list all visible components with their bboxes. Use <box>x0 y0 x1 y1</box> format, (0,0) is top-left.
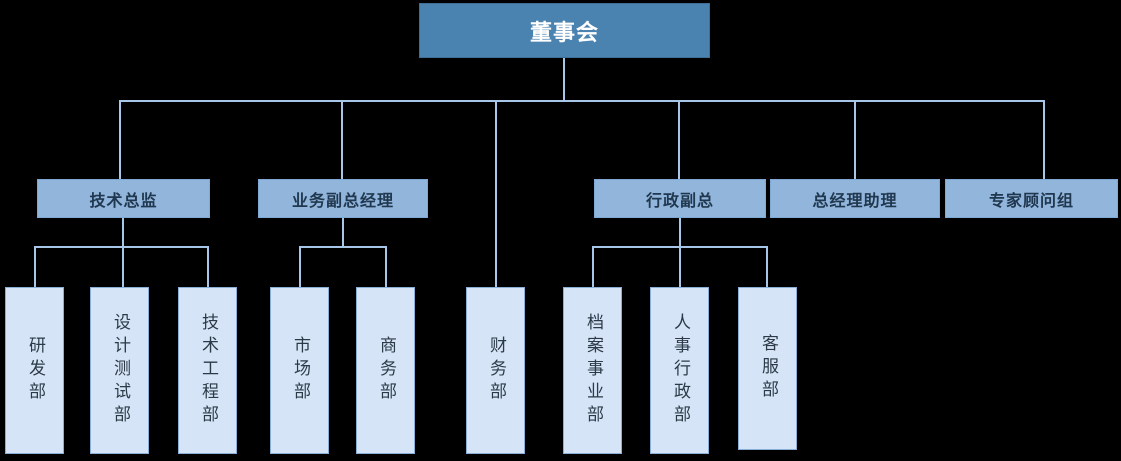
org-node-archive-business-dept[interactable]: 档案事业部 <box>563 287 622 454</box>
org-node-marketing-dept-label: 市场部 <box>290 336 310 405</box>
org-node-customer-service-dept-label: 客服部 <box>758 334 778 403</box>
connector-admin-child-service <box>766 246 768 287</box>
org-node-archive-business-dept-label: 档案事业部 <box>583 313 603 428</box>
org-node-tech-engineering-dept-label: 技术工程部 <box>198 313 218 428</box>
org-node-board-label: 董事会 <box>529 20 599 46</box>
org-node-admin-vp-label: 行政副总 <box>645 190 714 210</box>
org-node-design-test-dept-label: 设计测试部 <box>110 313 130 428</box>
connector-tech-child-eng <box>207 246 209 287</box>
connector-biz-child-market <box>299 246 301 287</box>
connector-drop-assistant <box>854 100 856 179</box>
connector-root-stem <box>563 58 565 101</box>
connector-drop-expert <box>1043 100 1045 179</box>
connector-tech-stem <box>122 218 124 247</box>
org-node-gm-assistant[interactable]: 总经理助理 <box>770 179 940 218</box>
connector-admin-stem <box>679 218 681 247</box>
org-node-marketing-dept[interactable]: 市场部 <box>270 287 329 454</box>
org-node-finance-dept[interactable]: 财务部 <box>466 287 525 454</box>
org-node-hr-admin-dept[interactable]: 人事行政部 <box>650 287 709 454</box>
connector-tech-bus <box>34 246 209 248</box>
org-node-finance-dept-label: 财务部 <box>486 336 506 405</box>
connector-biz-bus <box>299 246 386 248</box>
org-node-board[interactable]: 董事会 <box>419 3 710 58</box>
org-node-commerce-dept[interactable]: 商务部 <box>356 287 415 454</box>
connector-drop-admin <box>678 100 680 179</box>
connector-drop-biz <box>341 100 343 179</box>
org-node-admin-vp[interactable]: 行政副总 <box>594 179 766 218</box>
connector-biz-child-commerce <box>385 246 387 287</box>
org-node-customer-service-dept[interactable]: 客服部 <box>738 287 797 450</box>
org-node-tech-engineering-dept[interactable]: 技术工程部 <box>178 287 237 454</box>
org-node-expert-group[interactable]: 专家顾问组 <box>945 179 1118 218</box>
connector-main-bus <box>119 100 1045 102</box>
org-node-hr-admin-dept-label: 人事行政部 <box>670 313 690 428</box>
connector-admin-child-archive <box>592 246 594 287</box>
org-node-gm-assistant-label: 总经理助理 <box>812 190 898 210</box>
connector-biz-stem <box>342 218 344 247</box>
connector-drop-finance <box>495 100 497 287</box>
org-node-expert-group-label: 专家顾问组 <box>988 190 1074 210</box>
org-node-rd-dept[interactable]: 研发部 <box>5 287 64 454</box>
org-node-tech-director-label: 技术总监 <box>89 190 158 210</box>
org-node-business-vp-label: 业务副总经理 <box>291 190 394 210</box>
connector-drop-tech <box>119 100 121 179</box>
org-node-design-test-dept[interactable]: 设计测试部 <box>90 287 149 454</box>
connector-tech-child-qa <box>122 246 124 287</box>
org-node-commerce-dept-label: 商务部 <box>376 336 396 405</box>
org-node-business-vp[interactable]: 业务副总经理 <box>258 179 428 218</box>
connector-tech-child-rd <box>34 246 36 287</box>
org-node-rd-dept-label: 研发部 <box>25 336 45 405</box>
connector-admin-child-hr <box>679 246 681 287</box>
org-node-tech-director[interactable]: 技术总监 <box>37 179 210 218</box>
